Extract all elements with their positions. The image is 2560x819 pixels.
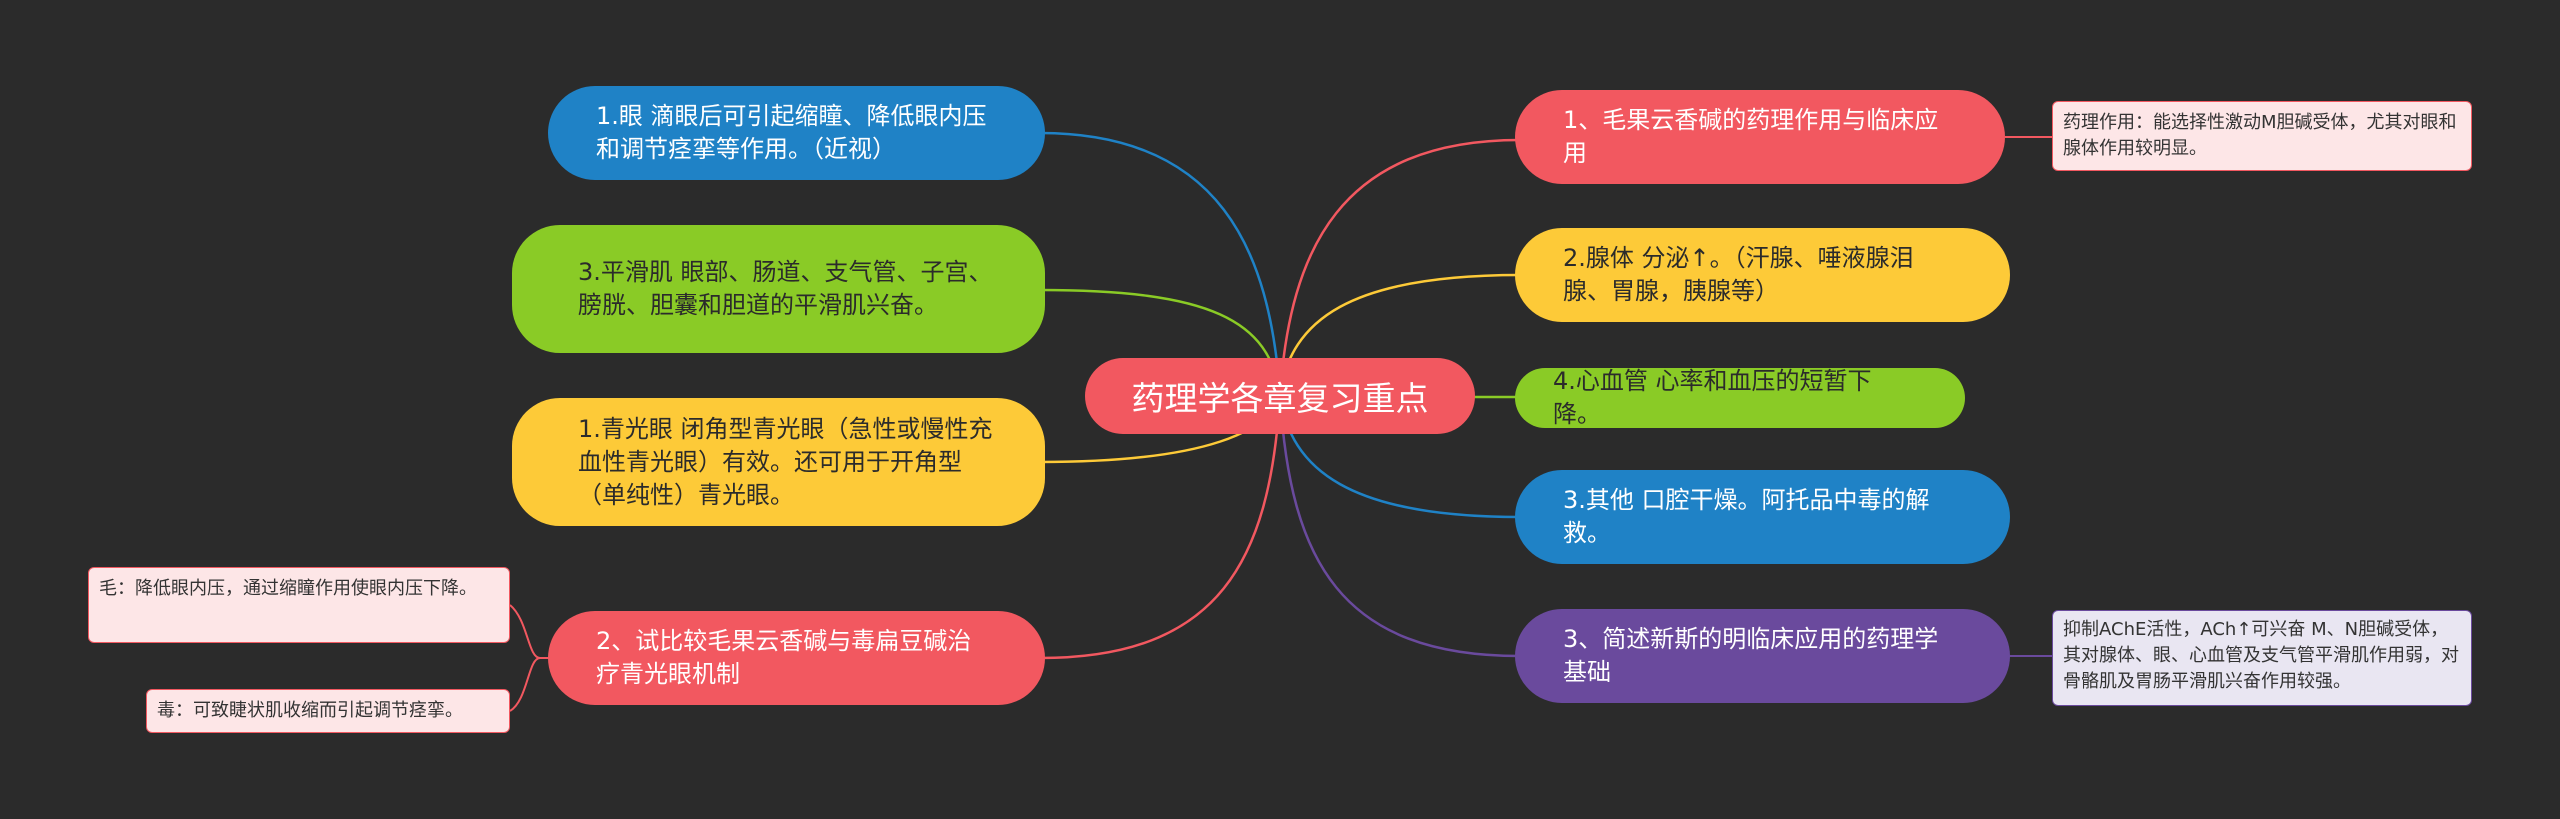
note-physostigmine-mechanism[interactable]: 毒：可致睫状肌收缩而引起调节痉挛。 [146, 689, 510, 733]
note-physostigmine-mechanism-text: 毒：可致睫状肌收缩而引起调节痉挛。 [157, 700, 463, 721]
central-topic-label: 药理学各章复习重点 [1131, 379, 1429, 418]
branch-left-4-label: 2、试比较毛果云香碱与毒扁豆碱治疗青光眼机制 [596, 627, 972, 688]
branch-right-4[interactable]: 3.其他 口腔干燥。阿托品中毒的解救。 [1515, 470, 2010, 564]
note-pilocarpine-pharmacology[interactable]: 药理作用：能选择性激动M胆碱受体，尤其对眼和腺体作用较明显。 [2052, 101, 2472, 171]
branch-right-2-label: 2.腺体 分泌↑。（汗腺、唾液腺泪腺、胃腺，胰腺等） [1563, 244, 1914, 305]
branch-left-4[interactable]: 2、试比较毛果云香碱与毒扁豆碱治疗青光眼机制 [548, 611, 1045, 705]
link-center-right-1 [1278, 138, 1521, 396]
branch-right-1-label: 1、毛果云香碱的药理作用与临床应用 [1563, 106, 1939, 167]
branch-left-2-label: 3.平滑肌 眼部、肠道、支气管、子宫、膀胱、胆囊和胆道的平滑肌兴奋。 [578, 258, 993, 319]
note-pilocarpine-mechanism-text: 毛：降低眼内压，通过缩瞳作用使眼内压下降。 [99, 578, 477, 599]
branch-right-3-label: 4.心血管 心率和血压的短暂下降。 [1553, 367, 1872, 428]
branch-right-5-label: 3、简述新斯的明临床应用的药理学基础 [1563, 625, 1939, 686]
note-neostigmine-basis[interactable]: 抑制AChE活性，ACh↑可兴奋 M、N胆碱受体，其对腺体、眼、心血管及支气管平… [2052, 610, 2472, 706]
branch-left-1[interactable]: 1.眼 滴眼后可引起缩瞳、降低眼内压和调节痉挛等作用。（近视） [548, 86, 1045, 180]
branch-right-1[interactable]: 1、毛果云香碱的药理作用与临床应用 [1515, 90, 2005, 184]
note-pilocarpine-pharmacology-text: 药理作用：能选择性激动M胆碱受体，尤其对眼和腺体作用较明显。 [2063, 112, 2457, 159]
link-left4-note-top [509, 604, 550, 659]
link-left4-note-bottom [509, 657, 550, 712]
branch-right-2[interactable]: 2.腺体 分泌↑。（汗腺、唾液腺泪腺、胃腺，胰腺等） [1515, 228, 2010, 322]
branch-left-3-label: 1.青光眼 闭角型青光眼（急性或慢性充血性青光眼）有效。还可用于开角型（单纯性）… [578, 414, 993, 509]
branch-left-2[interactable]: 3.平滑肌 眼部、肠道、支气管、子宫、膀胱、胆囊和胆道的平滑肌兴奋。 [512, 225, 1045, 353]
branch-right-5[interactable]: 3、简述新斯的明临床应用的药理学基础 [1515, 609, 2010, 703]
central-topic[interactable]: 药理学各章复习重点 [1085, 358, 1475, 434]
branch-right-4-label: 3.其他 口腔干燥。阿托品中毒的解救。 [1563, 486, 1930, 547]
note-pilocarpine-mechanism[interactable]: 毛：降低眼内压，通过缩瞳作用使眼内压下降。 [88, 567, 510, 643]
note-neostigmine-basis-text: 抑制AChE活性，ACh↑可兴奋 M、N胆碱受体，其对腺体、眼、心血管及支气管平… [2063, 619, 2459, 692]
link-center-left-1 [1039, 131, 1282, 396]
branch-left-3[interactable]: 1.青光眼 闭角型青光眼（急性或慢性充血性青光眼）有效。还可用于开角型（单纯性）… [512, 398, 1045, 526]
link-center-left-4 [1039, 394, 1282, 660]
link-center-right-5 [1278, 394, 1521, 658]
branch-right-3[interactable]: 4.心血管 心率和血压的短暂下降。 [1515, 367, 1965, 428]
branch-left-1-label: 1.眼 滴眼后可引起缩瞳、降低眼内压和调节痉挛等作用。（近视） [596, 102, 987, 163]
